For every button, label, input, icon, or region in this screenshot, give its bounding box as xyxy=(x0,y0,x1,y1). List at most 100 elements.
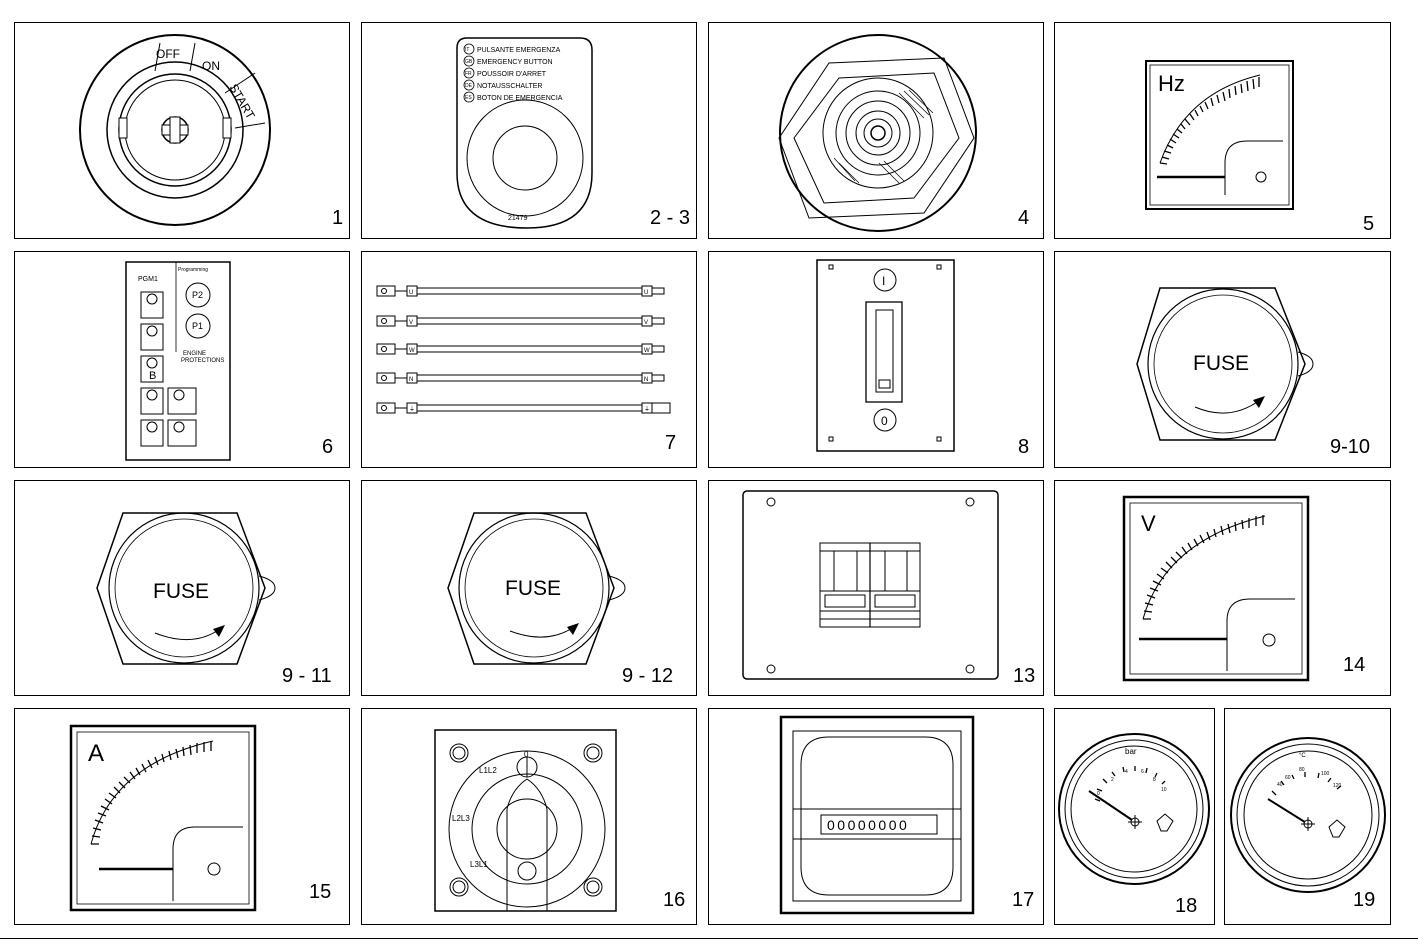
panel-number: 9 - 12 xyxy=(622,665,674,687)
cable-3-end-label: W xyxy=(644,348,650,354)
cable-1-label: U xyxy=(409,290,413,296)
pressure-gauge-drawing: bar 0 2 4 6 8 10 xyxy=(1058,733,1210,885)
off-label: OFF xyxy=(156,47,180,61)
tick-100: 100 xyxy=(1321,771,1330,777)
panel-number: 18 xyxy=(1175,895,1198,917)
cable-2-end-label: V xyxy=(644,320,648,326)
p1-label: P1 xyxy=(192,321,203,331)
panel-number: 8 xyxy=(1018,436,1030,458)
b-label: B xyxy=(149,370,156,382)
panel-8-rocker-switch: I 0 8 xyxy=(708,251,1044,468)
panel-number: 13 xyxy=(1013,665,1036,687)
panel-number: 16 xyxy=(663,889,686,911)
tick-40: 40 xyxy=(1277,782,1283,788)
circuit-breaker-drawing xyxy=(742,490,999,680)
line-gb: EMERGENCY BUTTON xyxy=(477,59,553,66)
tick-8: 8 xyxy=(1153,777,1156,783)
tick-0: 0 xyxy=(1097,791,1100,797)
tick-4: 4 xyxy=(1125,769,1128,775)
panel-16-selector-switch: 0 L1L2 L2L3 L3L1 16 xyxy=(361,708,697,925)
panel-9-10-fuse: FUSE 9-10 xyxy=(1054,251,1391,468)
on-label: ON xyxy=(202,59,220,73)
panel-6-control-module: PGM1 Programming P2 P1 ENGINE PROTECTION… xyxy=(14,251,350,468)
temperature-gauge-drawing: °C 40 60 80 100 120 xyxy=(1230,737,1386,893)
voltmeter-drawing: V xyxy=(1122,495,1310,682)
panel-number: 4 xyxy=(1018,207,1030,229)
code-es: ES xyxy=(465,95,472,101)
unit-label: A xyxy=(88,740,104,767)
tick-120: 120 xyxy=(1333,783,1342,789)
panel-9-12-fuse: FUSE 9 - 12 xyxy=(361,480,697,696)
cable-5-label: ⏚ xyxy=(409,406,415,413)
rocker-switch-drawing: I 0 xyxy=(816,259,955,452)
tick-2: 2 xyxy=(1111,777,1114,783)
l1l2-position: L1L2 xyxy=(479,766,497,775)
frequency-meter-drawing: Hz xyxy=(1145,60,1294,210)
panel-number: 14 xyxy=(1343,654,1366,676)
engine-label: ENGINE xyxy=(183,351,206,357)
cable-5-end-label: ⏚ xyxy=(644,406,650,413)
pgm-label: PGM1 xyxy=(138,276,158,283)
panel-4-mushroom-head: 4 xyxy=(708,22,1044,239)
control-module-drawing: PGM1 Programming P2 P1 ENGINE PROTECTION… xyxy=(125,261,231,461)
panel-1-key-switch: OFF ON START 1 xyxy=(14,22,350,239)
on-symbol: I xyxy=(882,274,885,288)
cable-4-end-label: N xyxy=(644,377,648,383)
panel-2-3-emergency-button: IT PULSANTE EMERGENZA GB EMERGENCY BUTTO… xyxy=(361,22,697,239)
fuse-label: FUSE xyxy=(505,577,561,600)
panel-13-circuit-breaker: 13 xyxy=(708,480,1044,696)
p2-label: P2 xyxy=(192,290,203,300)
panel-number: 7 xyxy=(665,432,677,454)
hour-counter-drawing: 00000000 xyxy=(779,715,975,915)
code-gb: GB xyxy=(465,59,473,65)
panel-7-cables: U U V V W W N N ⏚ ⏚ 7 xyxy=(361,251,697,468)
line-de: NOTAUSSCHALTER xyxy=(477,83,542,90)
tick-10: 10 xyxy=(1161,787,1167,793)
code-fr: FR xyxy=(465,71,472,77)
fuse-label: FUSE xyxy=(1193,352,1249,375)
panel-number: 9 - 11 xyxy=(282,665,332,687)
tick-6: 6 xyxy=(1141,769,1144,775)
fuse-drawing: FUSE xyxy=(447,512,626,665)
panel-number: 2 - 3 xyxy=(650,207,691,229)
line-es: BOTON DE EMERGENCIA xyxy=(477,95,563,102)
cable-3-label: W xyxy=(409,348,415,354)
protections-label: PROTECTIONS xyxy=(181,358,224,364)
panel-15-ammeter: A 15 xyxy=(14,708,350,925)
panel-19-temperature-gauge: °C 40 60 80 100 120 19 xyxy=(1224,708,1391,925)
panel-5-frequency-meter: Hz 5 xyxy=(1054,22,1391,239)
unit-label: °C xyxy=(1299,753,1306,759)
fuse-label: FUSE xyxy=(153,580,209,603)
bottom-rule xyxy=(0,938,1418,939)
cable-2-label: V xyxy=(409,320,413,326)
selector-switch-drawing: 0 L1L2 L2L3 L3L1 xyxy=(434,729,617,912)
panel-number: 1 xyxy=(332,207,344,229)
line-fr: POUSSOIR D'ARRET xyxy=(477,71,547,78)
unit-label: V xyxy=(1141,511,1156,536)
fuse-drawing: FUSE xyxy=(96,512,276,665)
unit-label: Hz xyxy=(1158,71,1185,96)
zero-position: 0 xyxy=(524,750,529,759)
panel-17-hour-counter: 00000000 17 xyxy=(708,708,1044,925)
part-number: 21479 xyxy=(508,215,528,222)
line-it: PULSANTE EMERGENZA xyxy=(477,47,561,54)
unit-label: bar xyxy=(1125,747,1137,756)
l3l1-position: L3L1 xyxy=(470,860,488,869)
tick-80: 80 xyxy=(1299,767,1305,773)
panel-18-pressure-gauge: bar 0 2 4 6 8 10 18 xyxy=(1054,708,1215,925)
cable-1-end-label: U xyxy=(644,290,648,296)
l2l3-position: L2L3 xyxy=(452,814,470,823)
code-it: IT xyxy=(465,47,469,53)
mushroom-head-drawing xyxy=(778,34,977,232)
panel-number: 9-10 xyxy=(1330,436,1371,458)
emergency-button-drawing: IT PULSANTE EMERGENZA GB EMERGENCY BUTTO… xyxy=(456,37,593,229)
panel-9-11-fuse: FUSE 9 - 11 xyxy=(14,480,350,696)
tick-60: 60 xyxy=(1285,775,1291,781)
panel-number: 19 xyxy=(1353,889,1376,911)
panel-number: 6 xyxy=(322,436,334,458)
key-switch-drawing: OFF ON START xyxy=(79,34,271,226)
cable-4-label: N xyxy=(409,377,413,383)
panel-number: 5 xyxy=(1363,213,1375,235)
counter-digits: 00000000 xyxy=(827,817,909,833)
cables-drawing: U U V V W W N N ⏚ ⏚ xyxy=(376,285,671,414)
